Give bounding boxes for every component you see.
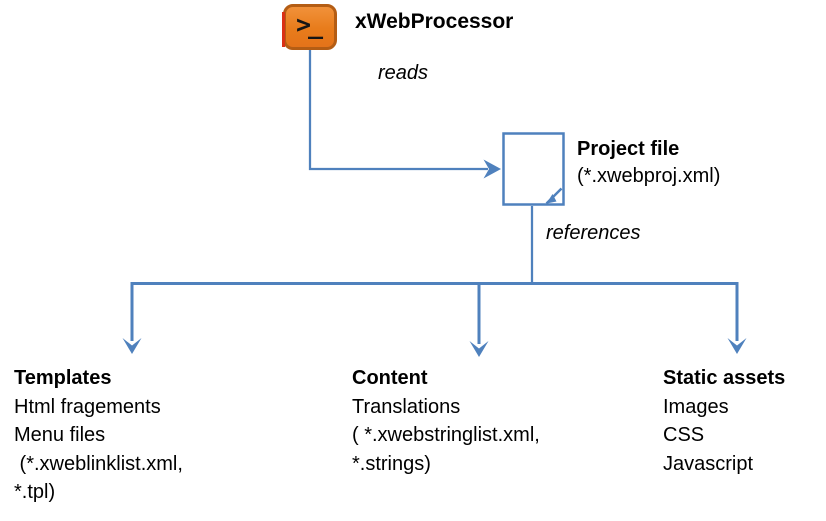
branch-templates-line: (*.xweblinklist.xml, — [14, 452, 183, 475]
branch-templates-title: Templates — [14, 367, 112, 389]
branch-templates-line: Menu files — [14, 424, 106, 446]
references-edge-label: references — [546, 222, 641, 244]
branch-static-assets-title: Static assets — [663, 367, 786, 389]
terminal-icon-red-edge — [282, 12, 285, 47]
branch-static-assets: Static assets Images CSS Javascript — [663, 364, 785, 478]
branch-content: Content Translations ( *.xwebstringlist.… — [352, 364, 540, 478]
processor-title: xWebProcessor — [355, 10, 514, 33]
branch-templates-line: *.tpl) — [14, 481, 56, 503]
branch-content-line: *.strings) — [352, 452, 431, 475]
branch-content-line: Translations — [352, 395, 461, 418]
branch-arrowhead-right-icon — [727, 338, 747, 354]
project-file-title: Project file — [577, 138, 680, 160]
branch-static-assets-line: CSS — [663, 424, 705, 446]
branch-content-title: Content — [352, 367, 428, 389]
branch-templates: Templates Html fragements Menu files (*.… — [14, 364, 183, 507]
document-icon — [502, 132, 565, 206]
project-file-subtitle: (*.xwebproj.xml) — [577, 165, 721, 187]
reads-edge-label: reads — [378, 62, 429, 84]
branch-connector — [130, 282, 739, 344]
branch-static-assets-line: Images — [663, 395, 729, 418]
terminal-icon: >_ — [283, 4, 337, 50]
reads-connector — [308, 50, 488, 171]
branch-arrowhead-middle-icon — [469, 341, 489, 357]
branch-content-line: ( *.xwebstringlist.xml, — [352, 424, 540, 446]
branch-arrowhead-left-icon — [122, 338, 142, 354]
branch-static-assets-line: Javascript — [663, 452, 754, 475]
reads-arrowhead-icon — [483, 159, 501, 179]
branch-templates-line: Html fragements — [14, 395, 161, 418]
terminal-prompt-glyph: >_ — [295, 10, 323, 39]
project-file-node: Project file (*.xwebproj.xml) — [577, 136, 720, 190]
